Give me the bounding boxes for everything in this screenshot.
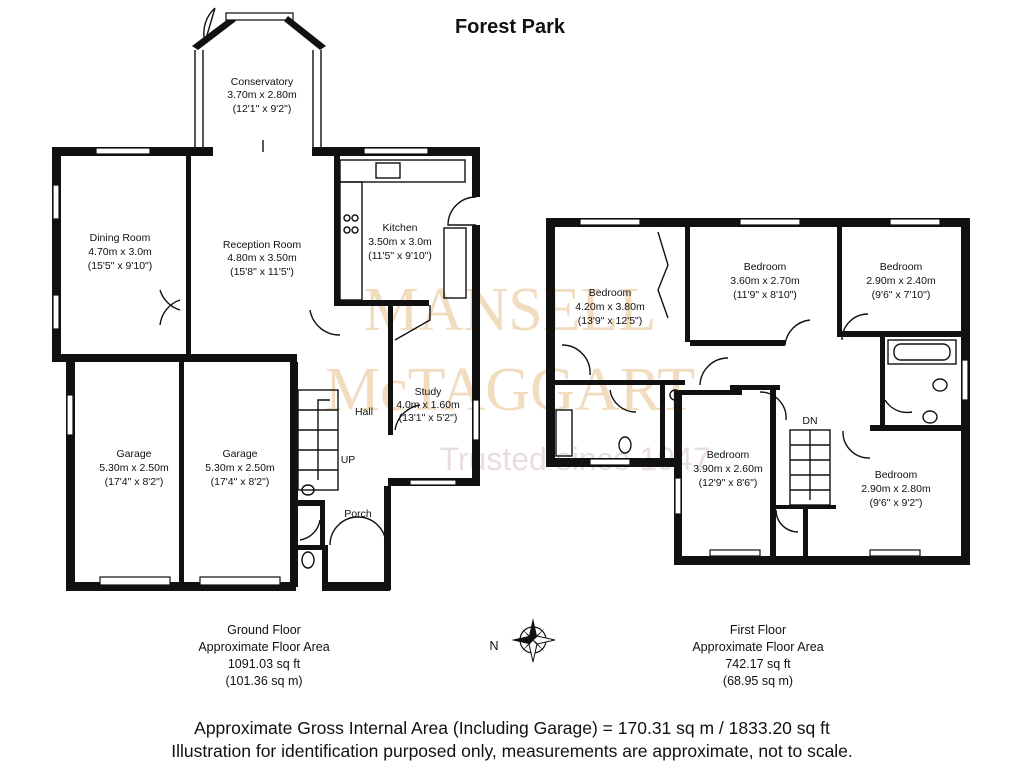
stairs-up-label: UP: [341, 454, 356, 466]
room-metric: 2.90m x 2.80m: [861, 483, 931, 495]
conservatory-walls: [192, 7, 326, 152]
area-line: 742.17 sq ft: [725, 657, 791, 671]
room-metric: 3.70m x 2.80m: [227, 89, 297, 101]
room-metric: 4.0m x 1.60m: [396, 399, 460, 411]
room-name: Bedroom: [875, 469, 918, 481]
room-imperial: (9'6" x 9'2"): [870, 497, 923, 509]
area-line: (101.36 sq m): [225, 674, 302, 688]
room-bedroom-5: Bedroom 2.90m x 2.80m (9'6" x 9'2"): [861, 469, 931, 509]
room-imperial: (15'5" x 9'10"): [88, 260, 153, 272]
room-imperial: (13'9" x 12'5"): [578, 315, 643, 327]
watermark-line2: McTAGGART: [325, 356, 695, 424]
room-metric: 4.70m x 3.0m: [88, 246, 152, 258]
room-imperial: (15'8" x 11'5"): [230, 266, 294, 278]
area-line: Ground Floor: [227, 623, 301, 637]
room-reception: Reception Room 4.80m x 3.50m (15'8" x 11…: [223, 239, 301, 278]
room-porch: Porch: [344, 508, 372, 520]
room-imperial: (11'5" x 9'10"): [368, 250, 432, 262]
room-metric: 5.30m x 2.50m: [99, 462, 169, 474]
area-line: Approximate Floor Area: [198, 640, 329, 654]
room-metric: 3.50m x 3.0m: [368, 236, 432, 248]
room-study: Study 4.0m x 1.60m (13'1" x 5'2"): [396, 386, 460, 424]
room-bedroom-3: Bedroom 2.90m x 2.40m (9'6" x 7'10"): [866, 261, 936, 301]
room-conservatory: Conservatory 3.70m x 2.80m (12'1" x 9'2"…: [227, 76, 297, 115]
room-imperial: (11'9" x 8'10"): [733, 289, 797, 301]
room-dining: Dining Room 4.70m x 3.0m (15'5" x 9'10"): [88, 232, 153, 272]
room-metric: 5.30m x 2.50m: [205, 462, 275, 474]
ground-floor-walls: [52, 147, 480, 591]
first-floor-walls: [546, 218, 970, 565]
room-bedroom-4: Bedroom 3.90m x 2.60m (12'9" x 8'6"): [693, 449, 763, 489]
room-name: Garage: [116, 448, 151, 460]
area-line: 1091.03 sq ft: [228, 657, 301, 671]
room-metric: 4.20m x 3.80m: [575, 301, 645, 313]
plan-title: Forest Park: [455, 16, 566, 38]
room-imperial: (17'4" x 8'2"): [105, 476, 164, 488]
footer-disclaimer: Illustration for identification purposed…: [171, 741, 853, 761]
ground-floor-plan: Conservatory 3.70m x 2.80m (12'1" x 9'2"…: [52, 7, 480, 591]
area-line: (68.95 sq m): [723, 674, 793, 688]
compass-north-label: N: [489, 639, 498, 653]
room-name: Conservatory: [231, 76, 294, 88]
watermark: MANSELL McTAGGART Trusted since 1947: [325, 276, 711, 477]
room-name: Reception Room: [223, 239, 301, 251]
area-line: First Floor: [730, 623, 786, 637]
room-imperial: (17'4" x 8'2"): [211, 476, 270, 488]
room-name: Study: [415, 386, 443, 398]
room-name: Bedroom: [880, 261, 923, 273]
room-bedroom-1: Bedroom 4.20m x 3.80m (13'9" x 12'5"): [575, 287, 645, 327]
room-name: Bedroom: [707, 449, 750, 461]
stairs-down-label: DN: [802, 415, 817, 427]
room-garage-left: Garage 5.30m x 2.50m (17'4" x 8'2"): [99, 448, 169, 488]
room-imperial: (12'1" x 9'2"): [233, 103, 292, 115]
room-imperial: (13'1" x 5'2"): [399, 412, 458, 424]
watermark-line1: MANSELL: [364, 276, 657, 344]
room-name: Dining Room: [90, 232, 151, 244]
room-name: Kitchen: [382, 222, 417, 234]
first-floor-area: First Floor Approximate Floor Area 742.1…: [692, 623, 823, 688]
first-floor-plan: Bedroom 4.20m x 3.80m (13'9" x 12'5") Be…: [546, 218, 970, 565]
room-metric: 3.90m x 2.60m: [693, 463, 763, 475]
room-metric: 2.90m x 2.40m: [866, 275, 936, 287]
room-name: Bedroom: [589, 287, 632, 299]
room-kitchen: Kitchen 3.50m x 3.0m (11'5" x 9'10"): [368, 222, 432, 262]
room-bedroom-2: Bedroom 3.60m x 2.70m (11'9" x 8'10"): [730, 261, 800, 301]
room-imperial: (12'9" x 8'6"): [699, 477, 758, 489]
room-hall: Hall: [355, 406, 373, 418]
room-name: Garage: [222, 448, 257, 460]
footer-gross-area: Approximate Gross Internal Area (Includi…: [194, 718, 830, 738]
room-imperial: (9'6" x 7'10"): [872, 289, 931, 301]
room-garage-right: Garage 5.30m x 2.50m (17'4" x 8'2"): [205, 448, 275, 488]
area-line: Approximate Floor Area: [692, 640, 823, 654]
room-metric: 4.80m x 3.50m: [227, 252, 297, 264]
room-name: Bedroom: [744, 261, 787, 273]
room-metric: 3.60m x 2.70m: [730, 275, 800, 287]
ground-floor-area: Ground Floor Approximate Floor Area 1091…: [198, 623, 329, 688]
compass-icon: [511, 618, 556, 663]
